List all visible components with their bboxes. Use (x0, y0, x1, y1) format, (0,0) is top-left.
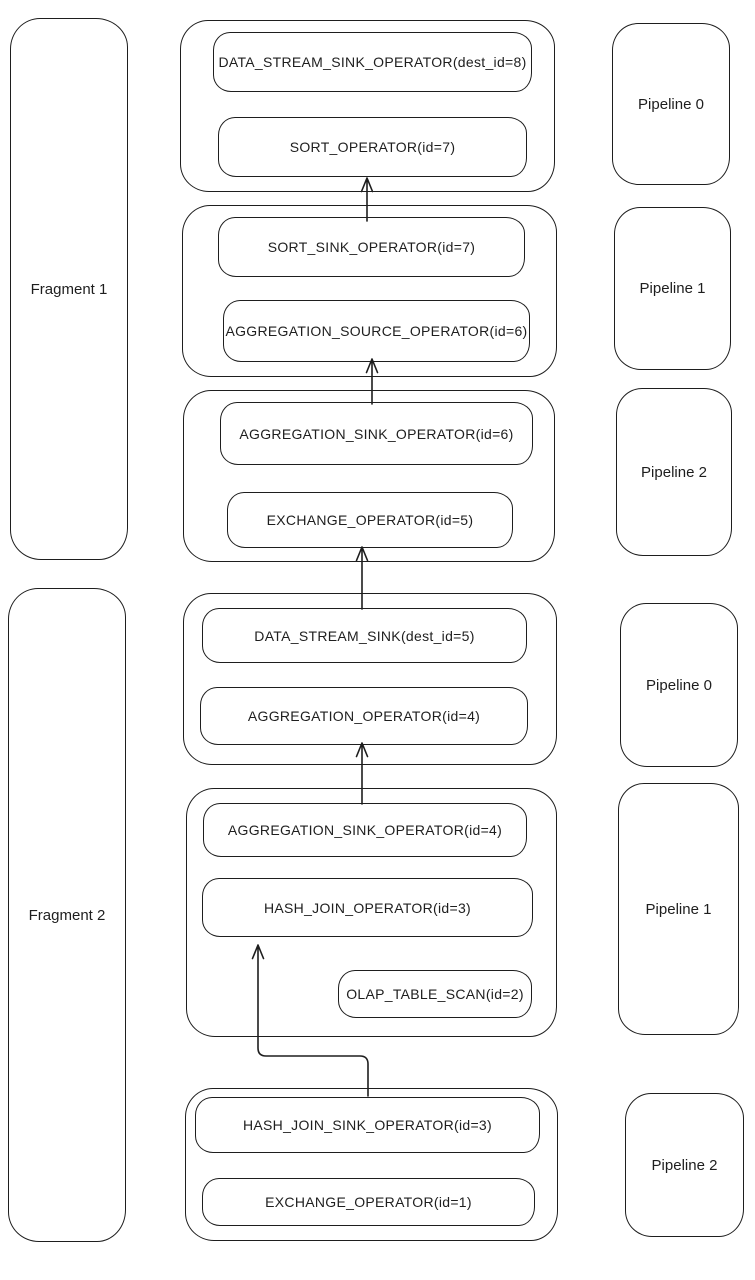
pipeline-label: Pipeline 0 (638, 95, 704, 113)
operator-label: DATA_STREAM_SINK(dest_id=5) (254, 627, 475, 644)
operator-label: OLAP_TABLE_SCAN(id=2) (346, 986, 524, 1002)
sort-operator-7-box: SORT_OPERATOR(id=7) (218, 117, 527, 177)
operator-label: AGGREGATION_SOURCE_OPERATOR(id=6) (225, 323, 528, 339)
data-stream-sink-operator-8-box: DATA_STREAM_SINK_OPERATOR(dest_id=8) (213, 32, 532, 92)
exchange-operator-1-box: EXCHANGE_OPERATOR(id=1) (202, 1178, 535, 1226)
operator-label: HASH_JOIN_OPERATOR(id=3) (263, 899, 471, 916)
pipeline-label: Pipeline 2 (651, 1156, 718, 1174)
pipeline-0-top-box: Pipeline 0 (612, 23, 730, 185)
pipeline-label: Pipeline 0 (646, 676, 712, 694)
pipeline-2-bottom-box: Pipeline 2 (625, 1093, 744, 1237)
aggregation-sink-operator-6-box: AGGREGATION_SINK_OPERATOR(id=6) (220, 402, 533, 465)
pipeline-1-bottom-box: Pipeline 1 (618, 783, 739, 1035)
aggregation-sink-operator-4-box: AGGREGATION_SINK_OPERATOR(id=4) (203, 803, 527, 857)
fragment-2-label: Fragment 2 (28, 906, 106, 924)
operator-label: AGGREGATION_SINK_OPERATOR(id=6) (239, 425, 514, 442)
pipeline-label: Pipeline 1 (639, 280, 706, 297)
fragment-2-box: Fragment 2 (8, 588, 126, 1242)
sort-sink-operator-7-box: SORT_SINK_OPERATOR(id=7) (218, 217, 525, 277)
pipeline-0-bottom-box: Pipeline 0 (620, 603, 738, 767)
operator-label: HASH_JOIN_SINK_OPERATOR(id=3) (243, 1117, 492, 1133)
hash-join-operator-3-box: HASH_JOIN_OPERATOR(id=3) (202, 878, 533, 937)
operator-label: EXCHANGE_OPERATOR(id=5) (266, 512, 474, 528)
data-stream-sink-5-box: DATA_STREAM_SINK(dest_id=5) (202, 608, 527, 663)
aggregation-operator-4-box: AGGREGATION_OPERATOR(id=4) (200, 687, 528, 745)
pipeline-1-top-box: Pipeline 1 (614, 207, 731, 370)
pipeline-label: Pipeline 2 (641, 463, 707, 481)
pipeline-2-top-box: Pipeline 2 (616, 388, 732, 556)
exchange-operator-5-box: EXCHANGE_OPERATOR(id=5) (227, 492, 513, 548)
operator-label: DATA_STREAM_SINK_OPERATOR(dest_id=8) (218, 54, 527, 70)
pipeline-label: Pipeline 1 (645, 900, 712, 918)
hash-join-sink-operator-3-box: HASH_JOIN_SINK_OPERATOR(id=3) (195, 1097, 540, 1153)
operator-label: EXCHANGE_OPERATOR(id=1) (265, 1194, 472, 1210)
fragment-1-box: Fragment 1 (10, 18, 128, 560)
aggregation-source-operator-6-box: AGGREGATION_SOURCE_OPERATOR(id=6) (223, 300, 530, 362)
operator-label: AGGREGATION_OPERATOR(id=4) (247, 708, 481, 724)
fragment-1-label: Fragment 1 (30, 280, 108, 298)
operator-label: AGGREGATION_SINK_OPERATOR(id=4) (227, 822, 503, 838)
operator-label: SORT_SINK_OPERATOR(id=7) (267, 239, 476, 255)
operator-label: SORT_OPERATOR(id=7) (289, 139, 456, 155)
olap-table-scan-2-box: OLAP_TABLE_SCAN(id=2) (338, 970, 532, 1018)
